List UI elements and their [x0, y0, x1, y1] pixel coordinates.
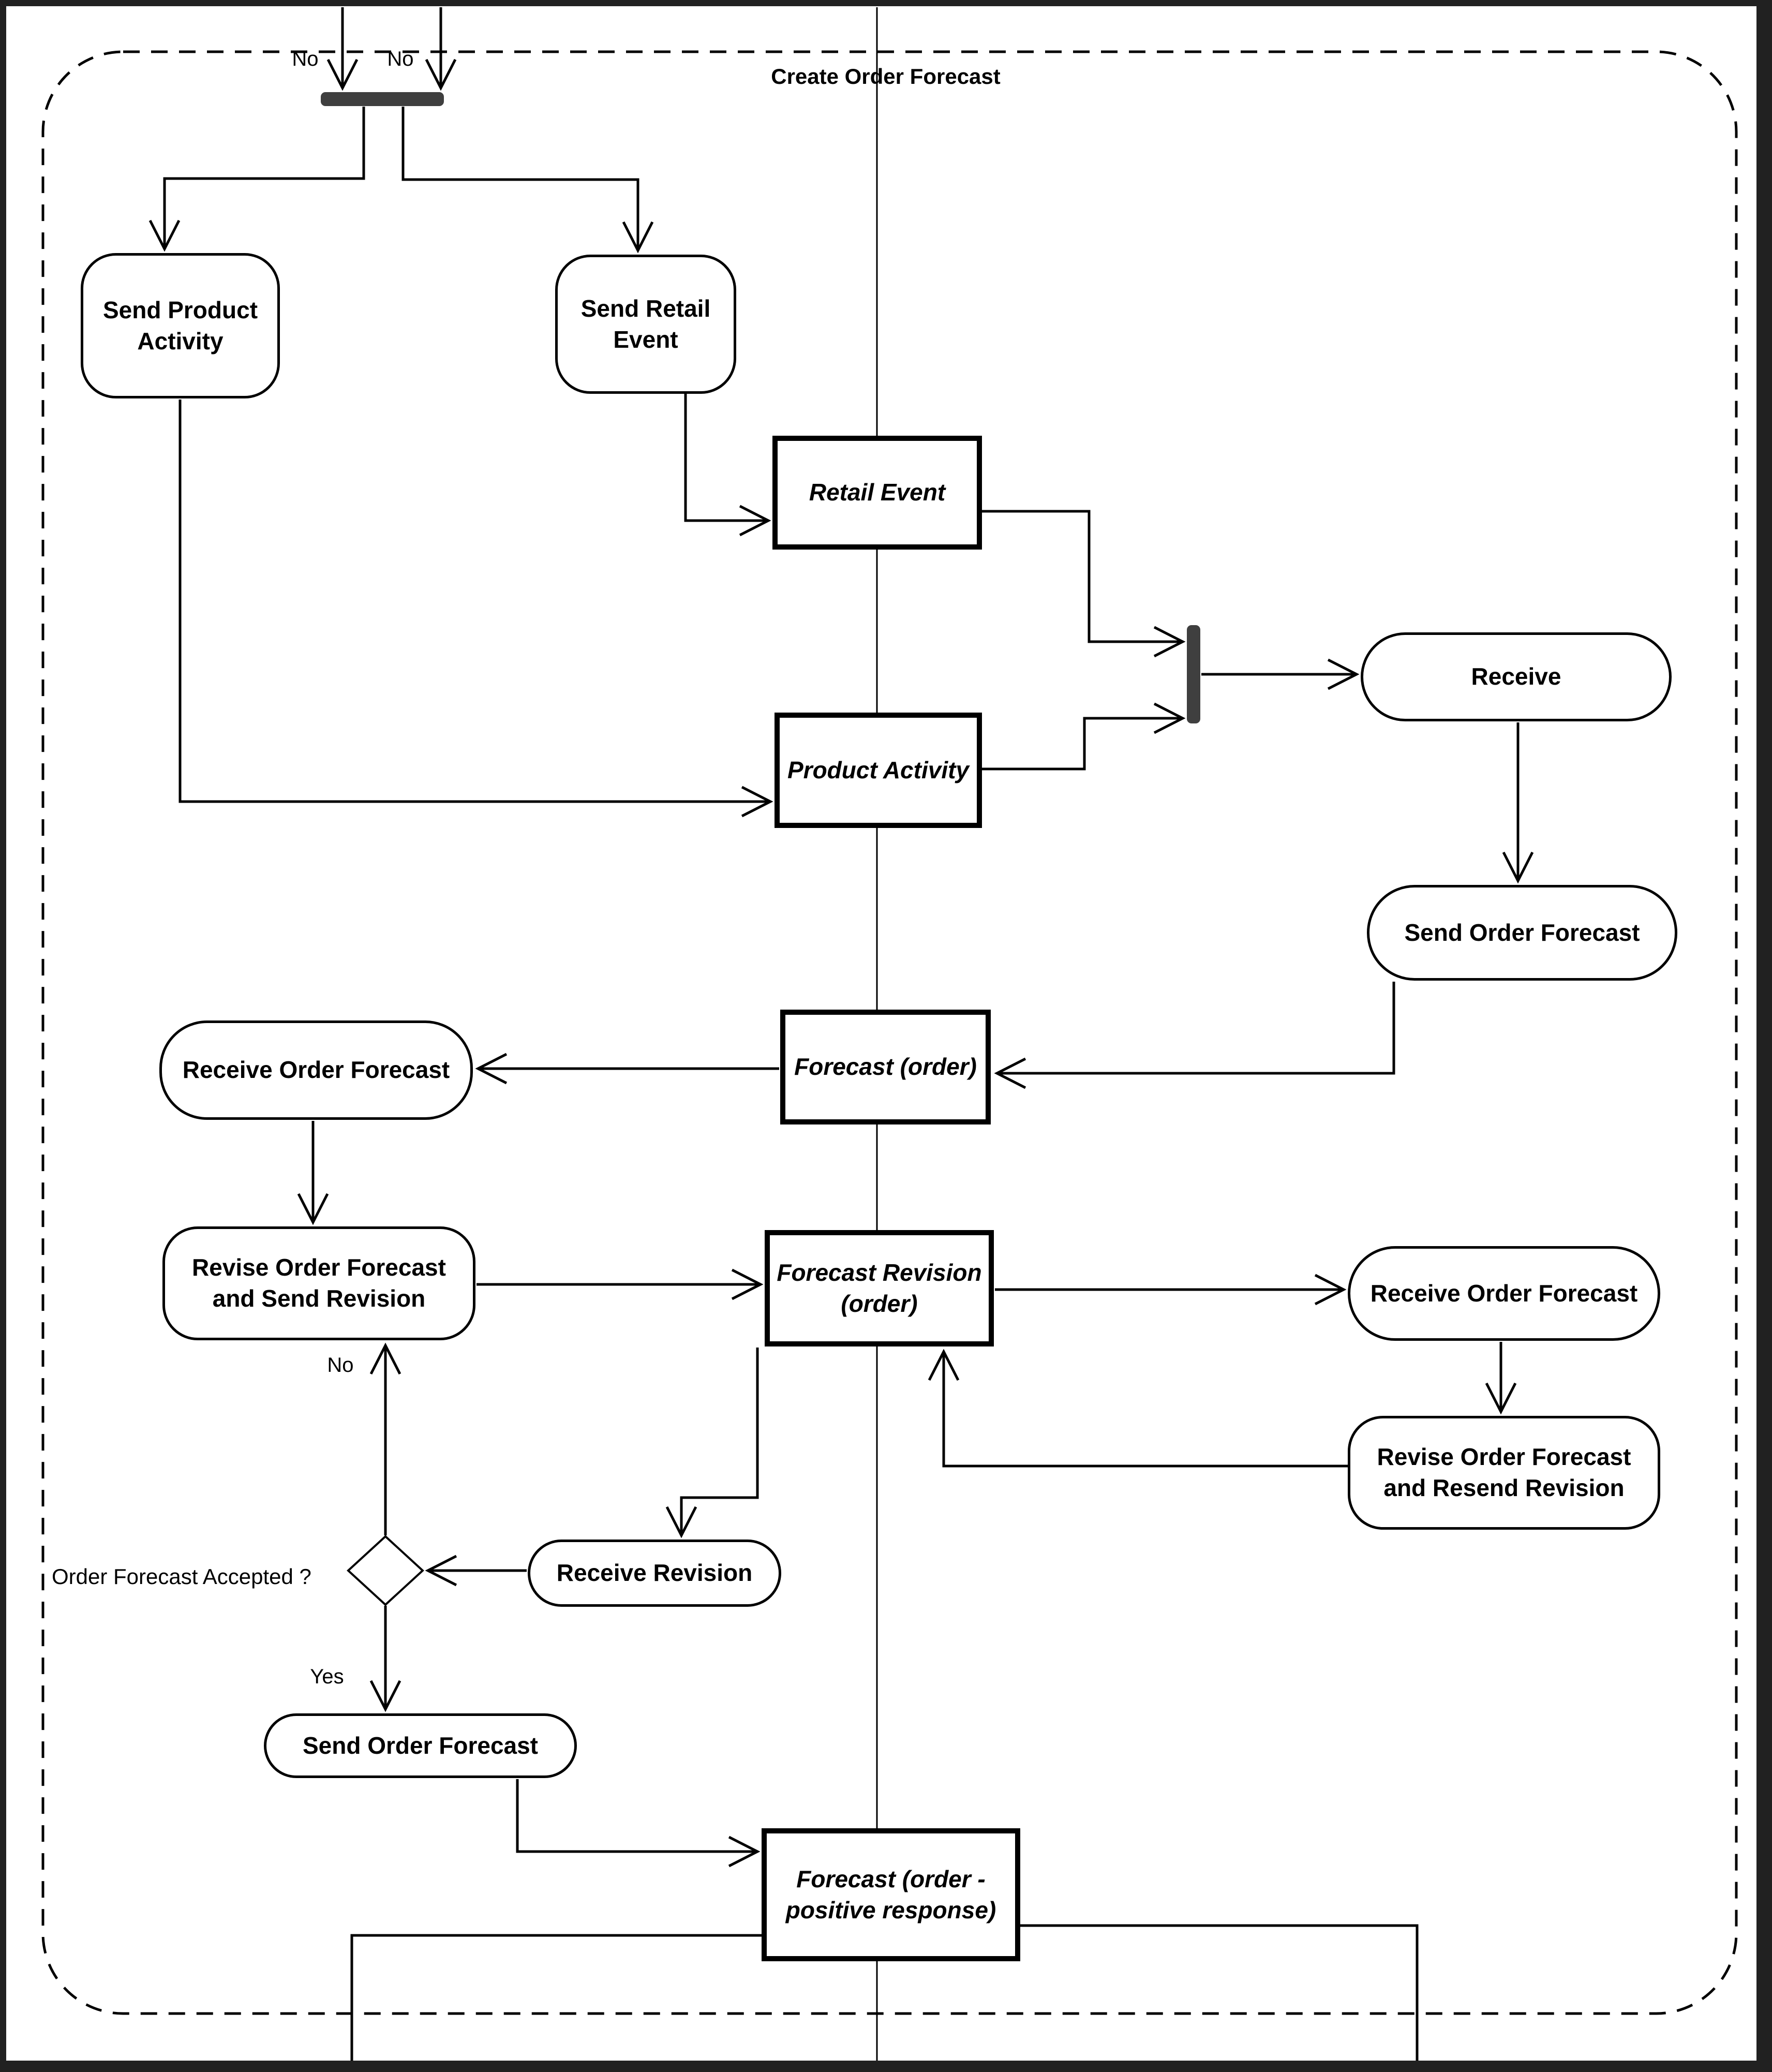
node-label: Revise Order Forecast and Resend Revisio… [1377, 1443, 1631, 1501]
fork-bar-horizontal [321, 92, 444, 106]
node-label: Receive Order Forecast [1370, 1279, 1638, 1307]
node-label: Product Activity [787, 756, 970, 783]
node-label: Forecast (order) [794, 1053, 977, 1081]
node-send-retail-event: Send Retail Event [555, 255, 736, 394]
flow-arrow [401, 107, 654, 254]
flow-arrow [178, 399, 773, 818]
node-label: Send Order Forecast [1404, 919, 1640, 946]
node-send-order-forecast-bottom: Send Order Forecast [264, 1713, 577, 1778]
node-label: Forecast (order - positive response) [785, 1865, 996, 1923]
node-label: Retail Event [809, 479, 946, 506]
edge-label-no-top-left: No [292, 48, 319, 70]
decision-diamond [347, 1535, 424, 1606]
node-send-product-activity: Send Product Activity [81, 253, 280, 398]
flow-arrow [982, 702, 1186, 771]
node-receive-order-forecast-left: Receive Order Forecast [159, 1020, 473, 1120]
flow-arrow [516, 1779, 761, 1868]
flow-arrow [148, 107, 365, 252]
node-label: Receive Order Forecast [182, 1056, 450, 1084]
node-revise-order-forecast-resend: Revise Order Forecast and Resend Revisio… [1348, 1416, 1660, 1530]
edge-label-decision-question: Order Forecast Accepted ? [52, 1564, 311, 1589]
flow-line [1020, 1924, 1419, 2061]
dashed-activity-frame [41, 50, 1738, 2015]
node-forecast-order: Forecast (order) [780, 1010, 991, 1124]
node-label: Send Retail Event [580, 294, 711, 353]
node-product-activity: Product Activity [775, 713, 982, 828]
edge-label-decision-no: No [327, 1354, 354, 1377]
node-send-order-forecast-right: Send Order Forecast [1367, 885, 1677, 981]
connector-layer [41, 7, 1738, 2061]
diagram-title: Create Order Forecast [771, 64, 1001, 88]
join-bar-vertical [1187, 625, 1200, 723]
node-forecast-order-positive-response: Forecast (order - positive response) [762, 1828, 1020, 1961]
diagram-canvas: Create Order Forecast Send Product Activ… [6, 6, 1756, 2061]
node-receive-order-forecast-right: Receive Order Forecast [1348, 1246, 1660, 1341]
node-label: Receive Revision [556, 1559, 753, 1587]
node-revise-order-forecast-send: Revise Order Forecast and Send Revision [162, 1226, 475, 1340]
flow-line [350, 1934, 762, 2061]
flow-arrow [994, 982, 1395, 1089]
node-receive-revision: Receive Revision [528, 1540, 781, 1607]
node-label: Send Order Forecast [302, 1731, 539, 1759]
edge-label-no-top-right: No [387, 48, 414, 70]
flow-arrow [665, 1348, 759, 1538]
edge-label-decision-yes: Yes [310, 1665, 344, 1688]
node-label: Receive [1471, 663, 1561, 690]
node-label: Revise Order Forecast and Send Revision [192, 1254, 446, 1312]
node-receive: Receive [1361, 632, 1672, 721]
flow-arrow [982, 510, 1186, 658]
node-forecast-revision: Forecast Revision (order) [765, 1230, 994, 1346]
flow-arrow [684, 394, 771, 537]
flow-arrow [928, 1349, 1348, 1468]
node-label: Send Product Activity [102, 296, 258, 354]
node-label: Forecast Revision (order) [777, 1259, 982, 1317]
node-retail-event: Retail Event [772, 436, 982, 550]
